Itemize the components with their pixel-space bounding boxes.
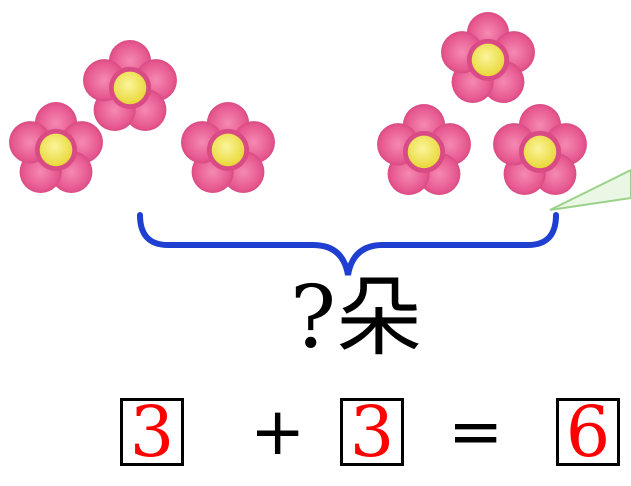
sum-box: 6 [556, 397, 620, 467]
flower-right-1 [440, 12, 536, 104]
addend-1-box: 3 [120, 397, 184, 467]
flower-left-3 [180, 102, 276, 194]
question-label: ?朵 [290, 268, 423, 368]
equals-sign: = [448, 393, 504, 470]
curly-brace [137, 212, 559, 276]
addend-2-box: 3 [340, 397, 404, 467]
equation: 3 + 3 = 6 [0, 388, 631, 486]
flower-left-2 [82, 40, 178, 132]
flower-right-2 [376, 104, 472, 196]
plus-sign: + [250, 393, 306, 470]
speech-bubble-tail [549, 168, 631, 211]
